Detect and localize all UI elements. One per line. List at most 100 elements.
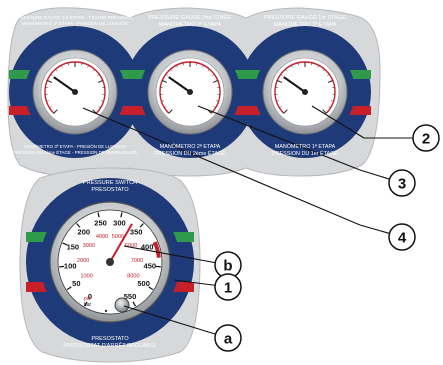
psi-scale-label: 2000 bbox=[77, 258, 89, 264]
tick-mark bbox=[46, 100, 49, 102]
gauge-3-bottom-1: MANÓMETRO 3ª ETAPA - PRESIÓN DE LLENADO bbox=[24, 144, 126, 149]
tick-mark bbox=[328, 106, 331, 108]
unit-bar-label: bar bbox=[84, 302, 92, 308]
tick-mark bbox=[61, 65, 63, 68]
callout-label: a bbox=[224, 331, 233, 348]
gauge-2-bottom-2: PRESSION DU 2ème ÉTAGE bbox=[154, 150, 226, 157]
switch-bottom-1: PRESOSTATO bbox=[91, 336, 129, 342]
bar-scale-label: 450 bbox=[144, 261, 157, 270]
tick-mark bbox=[162, 80, 168, 83]
callout-leader bbox=[197, 105, 361, 171]
gauge-3-title-2: MANÓMETRO 3ª ETAPA - PRESIÓN DE LLENADO bbox=[22, 20, 129, 26]
switch-bottom-2: PRESSOSTAT D'ARRÊT RÉGLABLE bbox=[63, 341, 157, 349]
psi-scale-label: 6000 bbox=[125, 243, 137, 249]
gauge-titles: PRESSURE GAUGE 3rd STAGE - FILLING PRESS… bbox=[17, 15, 346, 28]
gauge-needle bbox=[53, 76, 76, 93]
callout-circle bbox=[388, 223, 416, 251]
tick-mark bbox=[92, 109, 97, 114]
tick-mark bbox=[196, 62, 198, 66]
gauge-3-bottom-2: PRESSION DU 3ème ÉTAGE - PRESSION DE REM… bbox=[13, 150, 138, 155]
needle-hub bbox=[187, 89, 193, 95]
switch-title-1: PRESSURE SWITCH bbox=[83, 180, 137, 186]
gauge-bottom-labels: MANÓMETRO 3ª ETAPA - PRESIÓN DE LLENADO … bbox=[13, 143, 339, 157]
tick-mark bbox=[97, 74, 100, 77]
callout-circle bbox=[214, 273, 242, 301]
callout-circle bbox=[412, 124, 440, 152]
tick-mark bbox=[202, 65, 204, 68]
tick-mark bbox=[322, 69, 325, 72]
gauge-1st-stage bbox=[239, 26, 371, 158]
tick-mark bbox=[49, 106, 52, 108]
gauge-1-title-2: MANÓMETRO 1ª ETAPA bbox=[274, 21, 337, 28]
tick-mark bbox=[291, 65, 293, 68]
bar-tick bbox=[132, 301, 137, 307]
gauge-3-title-1: PRESSURE GAUGE 3rd STAGE - FILLING PRESS… bbox=[17, 15, 133, 20]
bar-tick bbox=[139, 223, 144, 228]
tick-mark bbox=[98, 106, 101, 108]
tick-mark bbox=[212, 80, 218, 83]
tick-mark bbox=[322, 109, 327, 114]
bar-tick bbox=[148, 286, 154, 291]
tick-mark bbox=[327, 74, 330, 77]
tick-mark bbox=[161, 100, 164, 102]
gauge-1-bottom-1: MANÓMETRO 1ª ETAPA bbox=[275, 143, 336, 150]
bar-scale-label: 100 bbox=[64, 261, 77, 270]
tick-mark bbox=[213, 106, 216, 108]
gauge-needle bbox=[168, 76, 191, 93]
bar-tick bbox=[66, 286, 72, 291]
bar-tick bbox=[97, 212, 100, 218]
gauge-2-bottom-1: MANÓMETRO 2ª ETAPA bbox=[160, 143, 221, 150]
tick-mark bbox=[53, 109, 58, 114]
bar-tick bbox=[62, 242, 68, 246]
bar-scale-label: 300 bbox=[113, 219, 126, 228]
callout-leader bbox=[123, 305, 229, 339]
callout-label: b bbox=[223, 258, 232, 275]
tick-mark bbox=[92, 69, 95, 72]
tick-mark bbox=[182, 62, 184, 66]
tick-mark bbox=[317, 65, 319, 68]
psi-scale-label: 4000 bbox=[96, 234, 108, 240]
tick-mark bbox=[87, 65, 89, 68]
gauge-3rd-stage bbox=[9, 26, 141, 158]
tick-mark bbox=[277, 80, 283, 83]
callout-circle bbox=[214, 324, 242, 352]
needle-hub bbox=[302, 89, 308, 95]
bar-scale-label: 150 bbox=[67, 243, 80, 252]
bar-scale-label: 500 bbox=[137, 279, 150, 288]
pointer-hub bbox=[106, 258, 114, 266]
tick-mark bbox=[331, 100, 334, 102]
psi-scale-label: 1000 bbox=[80, 274, 92, 280]
set-pointer bbox=[109, 223, 133, 263]
tick-mark bbox=[207, 69, 210, 72]
switch-labels: PRESSURE SWITCH PRESOSTATO PRESOSTATO PR… bbox=[63, 180, 157, 349]
tick-mark bbox=[280, 74, 283, 77]
callout-label: 1 bbox=[224, 280, 232, 297]
tick-mark bbox=[101, 100, 104, 102]
unit-psi-label: psi bbox=[84, 296, 90, 302]
tick-mark bbox=[176, 65, 178, 68]
gauge-1-bottom-2: PRESSION DU 1er ÉTAGE bbox=[272, 150, 338, 157]
callout-label: 3 bbox=[398, 176, 406, 193]
callout-label: 4 bbox=[398, 230, 407, 247]
screw-dot bbox=[104, 309, 108, 313]
tick-mark bbox=[216, 100, 219, 102]
gauge-1-title-1: PRESSURE GAUGE 1st STAGE bbox=[264, 15, 346, 21]
tick-mark bbox=[279, 106, 282, 108]
bar-tick bbox=[120, 212, 123, 218]
tick-mark bbox=[47, 80, 53, 83]
gauge-2-title-2: MANÓMETRO 2ª ETAPA bbox=[159, 21, 222, 28]
bar-tick bbox=[76, 223, 81, 228]
tick-mark bbox=[285, 69, 288, 72]
tick-mark bbox=[170, 69, 173, 72]
callout-label: 2 bbox=[422, 131, 430, 148]
bar-scale-label: 250 bbox=[94, 219, 107, 228]
bar-scale-label: 400 bbox=[141, 243, 154, 252]
switch-title-2: PRESOSTATO bbox=[91, 187, 129, 193]
adjust-knob[interactable] bbox=[114, 297, 130, 313]
tick-mark bbox=[327, 80, 333, 83]
tick-mark bbox=[311, 62, 313, 66]
tick-mark bbox=[297, 62, 299, 66]
bar-scale-label: 350 bbox=[130, 227, 143, 236]
gauge-2-title-1: PRESSURE GAUGE 2nd STAGE bbox=[148, 15, 232, 21]
